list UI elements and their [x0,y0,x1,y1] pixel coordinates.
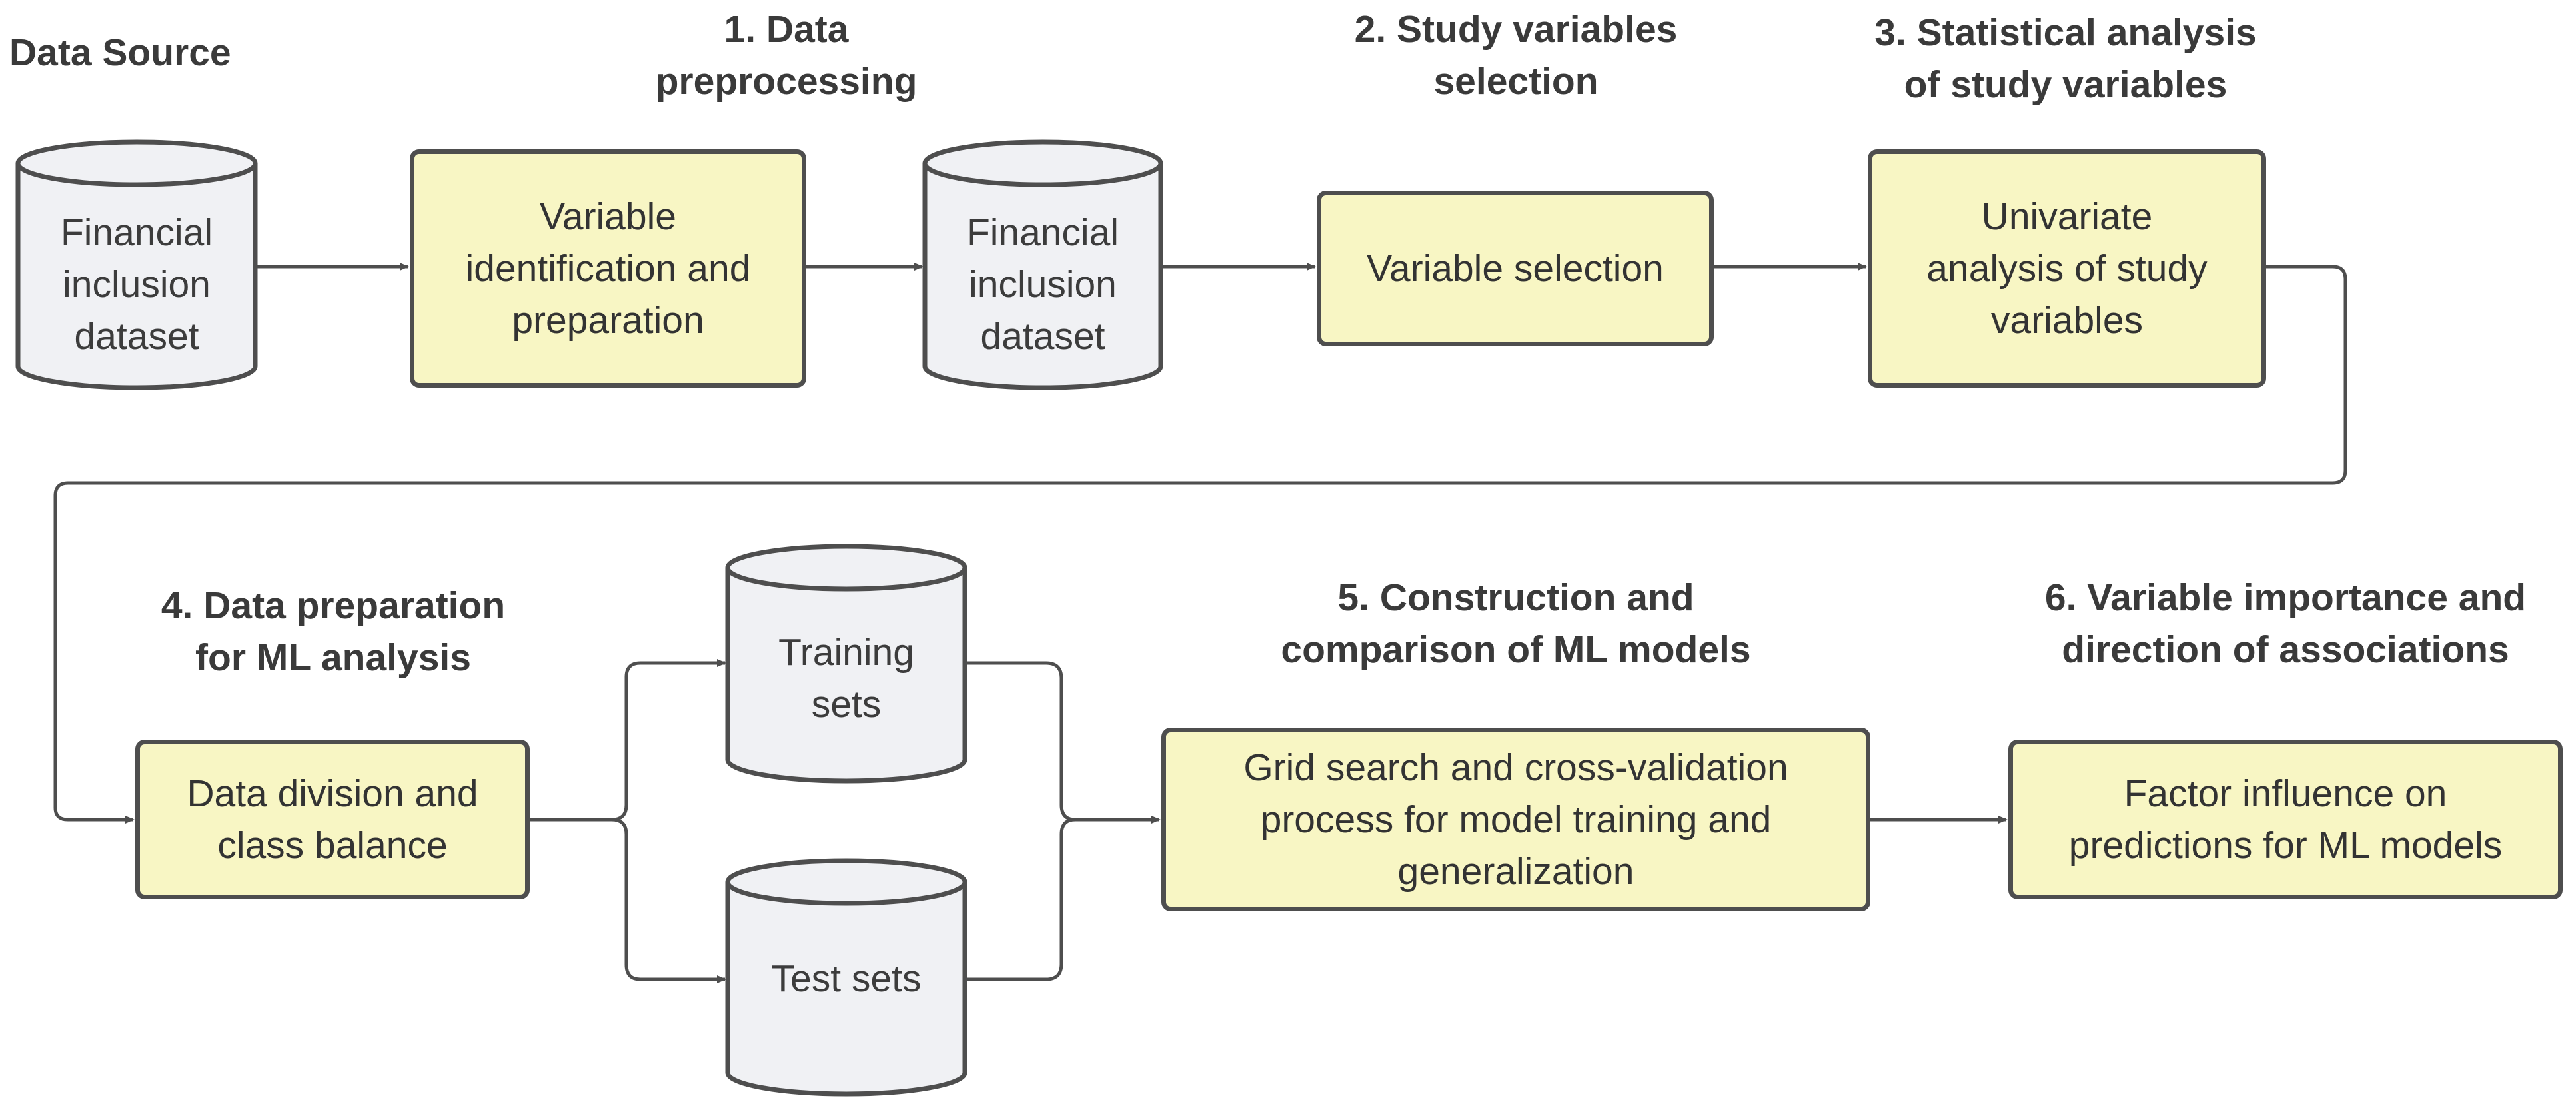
dataset-processed-label: Financial inclusion dataset [966,211,1119,358]
heading-data-source: Data Source [9,31,231,74]
box-variable-identification: Variable identification and preparation [410,149,806,388]
test-sets-label: Test sets [771,957,922,1000]
connector-training-to-grid [965,661,1161,824]
box-factor-influence: Factor influence on predictions for ML m… [2008,740,2563,899]
cylinder-test-sets [725,858,967,1097]
heading-step3-statistical-analysis: 3. Statistical analysis of study variabl… [1874,11,2257,106]
training-sets-label: Training sets [778,631,914,726]
box-variable-selection: Variable selection [1317,191,1714,346]
heading-step1-data-preprocessing: 1. Data preprocessing [655,8,918,103]
arrow-division-to-test [611,818,726,983]
training-sets-label-wrap: Training sets [728,566,965,786]
cylinder-dataset-processed [922,139,1163,390]
test-sets-label-wrap: Test sets [728,881,965,1101]
heading-step4-data-preparation: 4. Data preparation for ML analysis [161,584,506,679]
heading-step5-model-construction: 5. Construction and comparison of ML mod… [1281,576,1751,671]
data-division-label: Data division and class balance [187,772,478,867]
arrow-division-to-training [530,659,726,822]
variable-identification-label: Variable identification and preparation [465,195,751,342]
box-grid-search: Grid search and cross-validation process… [1161,728,1870,911]
grid-search-label: Grid search and cross-validation process… [1243,746,1788,893]
dataset-processed-label-wrap: Financial inclusion dataset [925,160,1161,393]
factor-influence-label: Factor influence on predictions for ML m… [2068,772,2503,867]
connector-test-to-grid [965,818,1076,981]
dataset-raw-label-wrap: Financial inclusion dataset [18,160,255,393]
box-data-division: Data division and class balance [135,740,530,899]
cylinder-dataset-raw [15,139,258,390]
univariate-analysis-label: Univariate analysis of study variables [1926,195,2208,342]
box-univariate-analysis: Univariate analysis of study variables [1868,149,2266,388]
cylinder-training-sets [725,544,967,784]
connector-univariate-to-division [53,265,2347,824]
variable-selection-label: Variable selection [1367,247,1664,290]
heading-step6-variable-importance: 6. Variable importance and direction of … [2044,576,2527,671]
dataset-raw-label: Financial inclusion dataset [60,211,213,358]
heading-step2-variable-selection: 2. Study variables selection [1354,8,1678,103]
